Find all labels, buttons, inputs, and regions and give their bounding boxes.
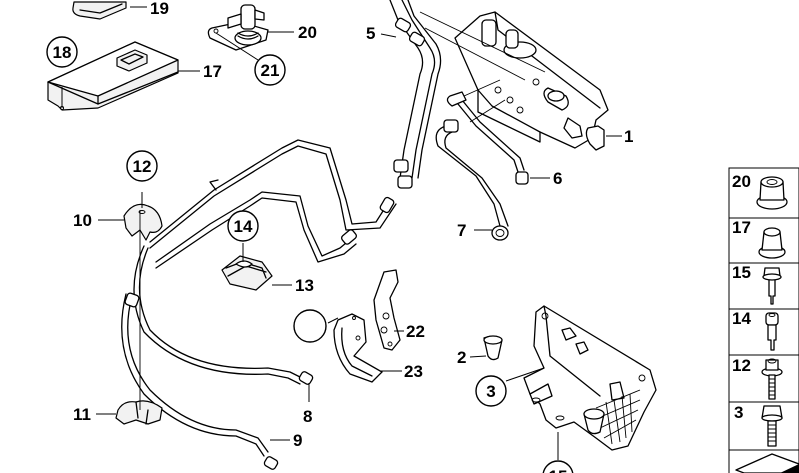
svg-text:15: 15 [732, 263, 751, 282]
main-bracket-part[interactable] [523, 305, 657, 451]
collar-bolt-icon [761, 358, 783, 400]
support-bracket-part[interactable] [333, 313, 383, 383]
callout-1: 1 [624, 127, 633, 146]
svg-text:15: 15 [549, 467, 568, 473]
shoulder-bolt-icon [762, 267, 782, 305]
lower-clip-part[interactable] [115, 400, 163, 425]
legend-item-17[interactable]: 17 [728, 217, 799, 264]
socket-screw-icon [765, 312, 779, 351]
flex-hose-b-part[interactable] [121, 292, 279, 470]
control-unit-part[interactable] [47, 41, 179, 111]
svg-text:20: 20 [732, 172, 751, 191]
callout-6: 6 [553, 169, 562, 188]
rigid-lines-part[interactable] [149, 139, 397, 269]
legend-item-15[interactable]: 15 [728, 262, 799, 310]
callout-20: 21 [254, 54, 286, 86]
callout-8: 8 [303, 407, 312, 426]
svg-text:3: 3 [486, 382, 495, 401]
flex-hose-a-part[interactable] [133, 245, 314, 385]
callout-23: 23 [293, 309, 327, 343]
fastener-legend: 20 17 15 [728, 167, 799, 473]
callout-11: 11 [73, 405, 91, 424]
svg-text:12: 12 [133, 157, 152, 176]
svg-text:21: 21 [261, 61, 280, 80]
upper-clip-part[interactable] [123, 203, 163, 241]
hex-bolt-icon [761, 405, 783, 447]
holder-bracket-part[interactable] [373, 269, 401, 351]
leader-lines [61, 6, 622, 460]
callout-16: 17 [203, 62, 222, 81]
callout-5: 5 [366, 24, 375, 43]
callout-3: 3 [475, 375, 507, 407]
callout-10: 10 [73, 211, 92, 230]
legend-item-kit[interactable] [728, 449, 799, 473]
callout-2: 2 [457, 348, 466, 367]
pressure-line-part[interactable] [446, 91, 529, 185]
return-hose-part[interactable] [435, 119, 509, 241]
callout-17: 18 [46, 36, 78, 68]
svg-text:3: 3 [734, 403, 743, 422]
callout-15: 15 [542, 460, 574, 473]
cover-part[interactable] [72, 1, 127, 20]
svg-text:17: 17 [732, 218, 751, 237]
legend-item-14[interactable]: 14 [728, 308, 799, 356]
callout-12: 12 [126, 150, 158, 182]
callout-7: 7 [457, 221, 466, 240]
callout-18: 19 [150, 0, 169, 18]
pipe-set-part[interactable] [389, 0, 442, 189]
legend-item-12[interactable]: 12 [728, 354, 799, 403]
svg-text:12: 12 [732, 356, 751, 375]
callout-22: 23 [404, 362, 423, 381]
pipe-holder-part[interactable] [221, 255, 273, 291]
callout-13: 13 [295, 276, 314, 295]
valve-block-part[interactable] [454, 11, 609, 151]
svg-text:14: 14 [234, 217, 253, 236]
legend-item-3[interactable]: 3 [728, 401, 799, 451]
callout-19: 20 [298, 23, 317, 42]
callout-9: 9 [293, 431, 302, 450]
cap-nut-icon [758, 227, 786, 259]
legend-item-20[interactable]: 20 [728, 167, 799, 219]
svg-text:18: 18 [53, 43, 72, 62]
flange-nut-icon [756, 176, 788, 210]
callout-21: 22 [406, 322, 425, 341]
svg-text:14: 14 [732, 309, 751, 328]
callout-14: 14 [227, 210, 259, 242]
rubber-mount-lower-part[interactable] [583, 408, 605, 435]
rubber-mount-part[interactable] [483, 335, 503, 361]
pressure-sensor-part[interactable] [207, 4, 269, 51]
